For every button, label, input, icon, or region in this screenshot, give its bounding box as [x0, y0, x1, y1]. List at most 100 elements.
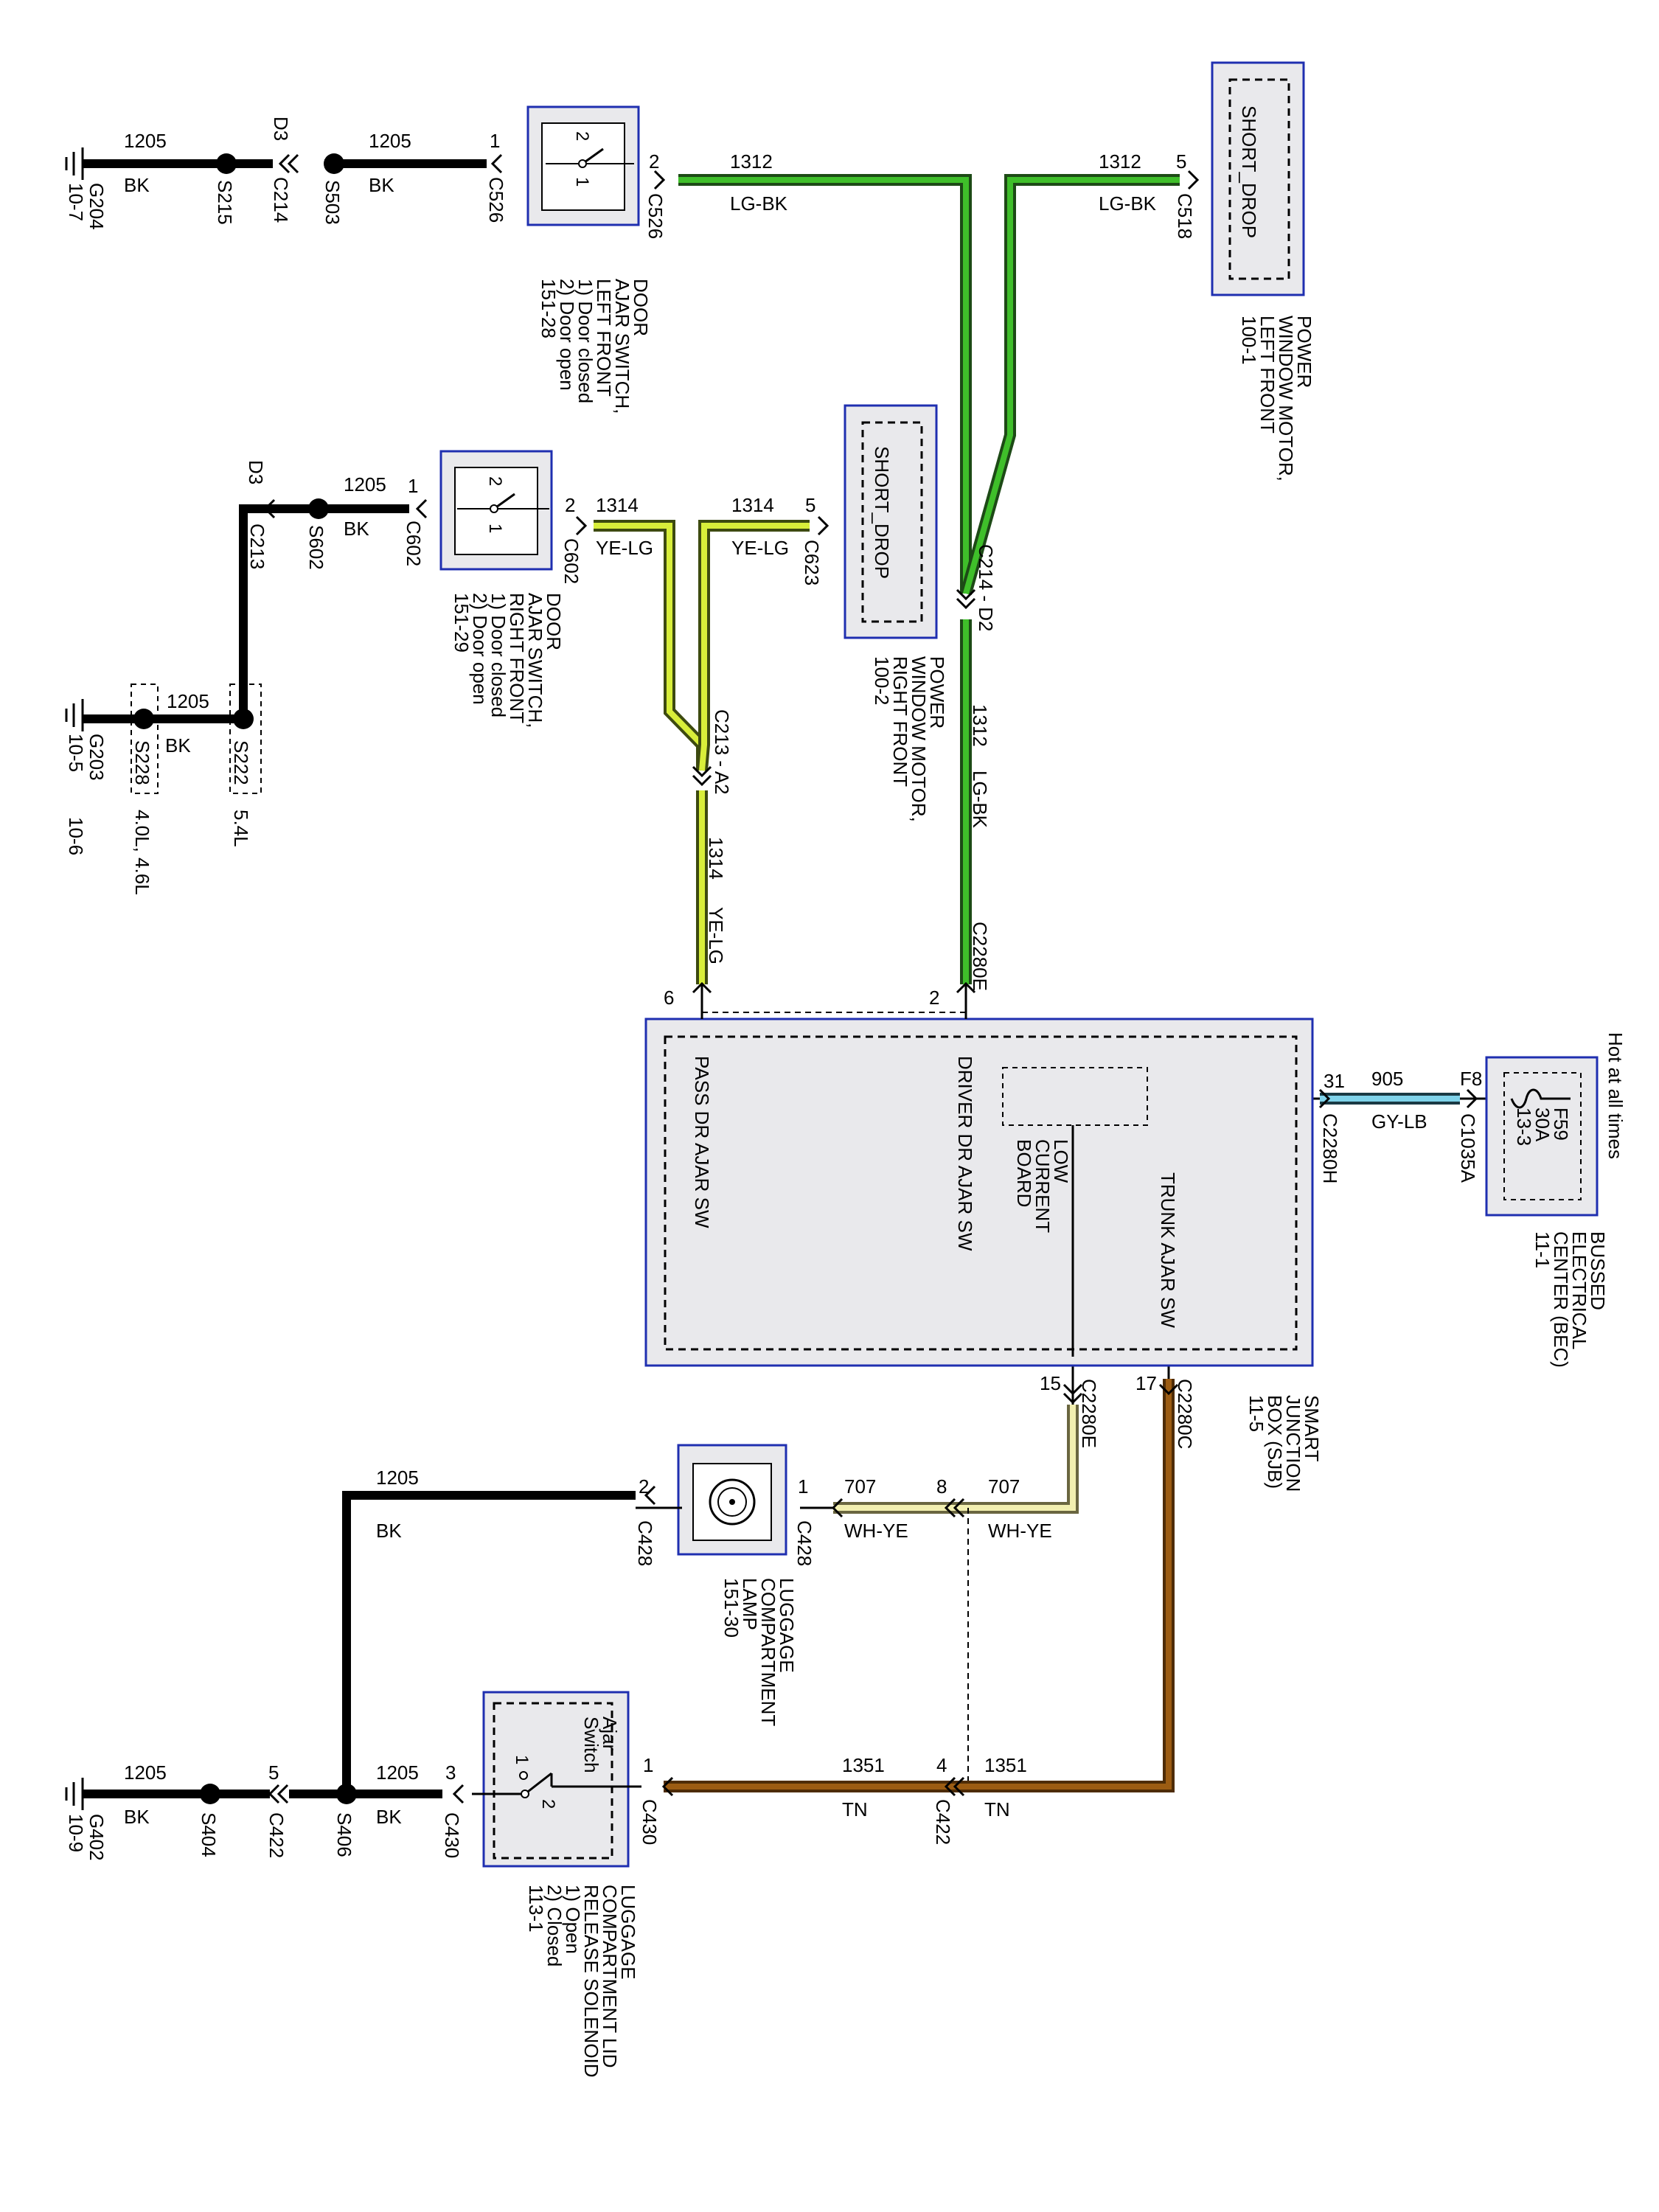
lamp-line-3: LAMP — [739, 1578, 761, 1630]
conn-c2280c: C2280C — [1174, 1379, 1196, 1449]
conn-c526-a: C526 — [485, 177, 507, 223]
door-lf-line-1: DOOR — [630, 279, 652, 336]
door-lf-desc: DOOR AJAR SWITCH, LEFT FRONT 1) Door clo… — [538, 279, 652, 414]
motor-lf-line-2: WINDOW MOTOR, — [1275, 316, 1297, 481]
wire-color-lgbk-a: LG-BK — [730, 192, 788, 215]
wire-1312 — [678, 174, 1180, 984]
pin-f8-c1035a: F8 — [1460, 1068, 1482, 1090]
wire-1205-rf — [83, 504, 409, 723]
door-ajar-switch-rf — [439, 450, 553, 571]
motor-lf-line-3: LEFT FRONT — [1256, 316, 1279, 434]
splice-dot-s215 — [216, 153, 237, 174]
wire-num-905: 905 — [1371, 1068, 1403, 1090]
door-ajar-switch-lf — [526, 105, 640, 226]
sjb-desc: SMART JUNCTION BOX (SJB) 11-5 — [1245, 1395, 1323, 1492]
fuse-desc: F59 30A 13-3 — [1513, 1107, 1572, 1146]
luggage-compartment-lamp — [636, 1444, 787, 1556]
sjb-low-current-board: LOW CURRENT BOARD — [1013, 1139, 1072, 1233]
door-rf-line-4: 1) Door closed — [487, 593, 509, 717]
wire-color-bk-e: BK — [376, 1520, 402, 1542]
ajar-switch-label: Ajar Switch — [580, 1717, 621, 1773]
pin-2-sjb: 2 — [929, 987, 939, 1009]
ground-g402-ref: 10-9 — [65, 1814, 87, 1852]
wire-color-bk-a: BK — [124, 174, 150, 196]
door-lf-line-3: LEFT FRONT — [593, 279, 615, 397]
conn-c422-b: C422 — [932, 1799, 954, 1845]
power-window-motor-rf: SHORT_DROP — [844, 404, 938, 639]
solenoid-line-3: RELEASE SOLENOID — [580, 1885, 602, 2078]
motor-lf-line-1: POWER — [1293, 316, 1315, 388]
ground-g203-ref: 10-5 — [65, 734, 87, 772]
door-rf-line-5: 2) Door open — [469, 593, 491, 705]
engine-note-s228: 4.0L, 4.6L — [131, 810, 153, 895]
wire-color-yelg-a: YE-LG — [596, 537, 653, 559]
motor-rf-line-2: WINDOW MOTOR, — [908, 656, 930, 822]
sjb-low-line-2: CURRENT — [1032, 1139, 1054, 1233]
bec-line-1: BUSSED — [1587, 1231, 1609, 1310]
ajar-switch-line-1: Ajar — [599, 1717, 621, 1751]
pin-17-sjb: 17 — [1135, 1372, 1157, 1394]
wire-num-1312-vert: 1312 — [969, 704, 991, 747]
bec-line-4: 11-1 — [1531, 1231, 1554, 1268]
wire-color-lgbk-vert: LG-BK — [969, 771, 991, 829]
motor-rf-line-3: RIGHT FRONT — [889, 656, 911, 787]
sol-pos-2: 2 — [538, 1799, 558, 1809]
wire-color-yelg-b: YE-LG — [731, 537, 789, 559]
wire-1314 — [594, 520, 810, 984]
luggage-lid-release-solenoid — [472, 1691, 641, 1868]
wire-num-1314-b: 1314 — [731, 494, 774, 516]
conn-c518: C518 — [1174, 193, 1196, 239]
splice-dot-s404 — [200, 1784, 220, 1804]
wire-color-tn-a: TN — [842, 1798, 868, 1820]
door-rf-desc: DOOR AJAR SWITCH, RIGHT FRONT 1) Door cl… — [451, 593, 565, 728]
solenoid-line-1: LUGGAGE — [617, 1885, 639, 1980]
bussed-electrical-center — [1485, 1056, 1599, 1217]
conn-c214: C214 — [270, 177, 292, 223]
pin-5-c422: 5 — [268, 1761, 279, 1784]
conn-c1035a: C1035A — [1457, 1113, 1479, 1183]
ground-g204-ref: 10-7 — [65, 183, 87, 221]
sol-pos-1: 1 — [512, 1755, 532, 1764]
wire-color-bk-d: BK — [165, 734, 191, 757]
sjb-line-3: BOX (SJB) — [1264, 1395, 1286, 1489]
door-lf-line-2: AJAR SWITCH, — [611, 279, 633, 414]
hot-at-all-times: Hot at all times — [1604, 1032, 1627, 1159]
wire-num-1205-e: 1205 — [376, 1467, 419, 1489]
connector-chevrons-bk — [263, 153, 656, 1804]
conn-c213: C213 — [246, 524, 268, 569]
pin-4-c422: 4 — [936, 1754, 947, 1776]
ground-g203-alt-ref: 10-6 — [65, 817, 87, 855]
door-rf-line-2: AJAR SWITCH, — [524, 593, 546, 728]
ground-g402: G402 — [86, 1814, 108, 1861]
wire-num-1312-b: 1312 — [1099, 150, 1141, 173]
splice-dot-s602 — [308, 498, 329, 519]
sjb-driver-dr-ajar-sw: DRIVER DR AJAR SW — [954, 1056, 976, 1251]
door-rf-line-3: RIGHT FRONT — [506, 593, 528, 723]
fuse-line-3: 13-3 — [1513, 1107, 1535, 1146]
lamp-line-4: 151-30 — [720, 1578, 742, 1638]
solenoid-line-5: 2) Closed — [543, 1885, 566, 1966]
conn-c428-b: C428 — [793, 1520, 815, 1566]
splice-s404: S404 — [198, 1812, 220, 1857]
sw-lf-pos-1: 1 — [572, 177, 592, 187]
engine-option-box-s222 — [229, 684, 262, 794]
solenoid-line-4: 1) Open — [562, 1885, 584, 1954]
conn-c422-a: C422 — [265, 1812, 288, 1858]
wire-num-1312-a: 1312 — [730, 150, 773, 173]
connector-chevrons-colored — [575, 170, 1200, 536]
ground-symbol-g204 — [65, 147, 84, 180]
solenoid-desc: LUGGAGE COMPARTMENT LID RELEASE SOLENOID… — [525, 1885, 639, 2078]
conn-c2280e-top: C2280E — [969, 922, 991, 991]
sjb-line-4: 11-5 — [1245, 1395, 1267, 1432]
pin-1-c526: 1 — [490, 130, 500, 152]
conn-c526-b: C526 — [644, 193, 667, 239]
connector-chevrons-sjb-bottom — [661, 1383, 1179, 1797]
conn-c2280h: C2280H — [1319, 1113, 1341, 1183]
bec-desc: BUSSED ELECTRICAL CENTER (BEC) 11-1 — [1531, 1231, 1609, 1368]
door-lf-line-5: 2) Door open — [556, 279, 578, 391]
lamp-line-2: COMPARTMENT — [757, 1578, 779, 1726]
door-lf-line-6: 151-28 — [538, 279, 560, 338]
wire-num-707-a: 707 — [844, 1475, 876, 1498]
smart-junction-box — [644, 984, 1314, 1367]
splice-dot-s228 — [133, 709, 154, 729]
